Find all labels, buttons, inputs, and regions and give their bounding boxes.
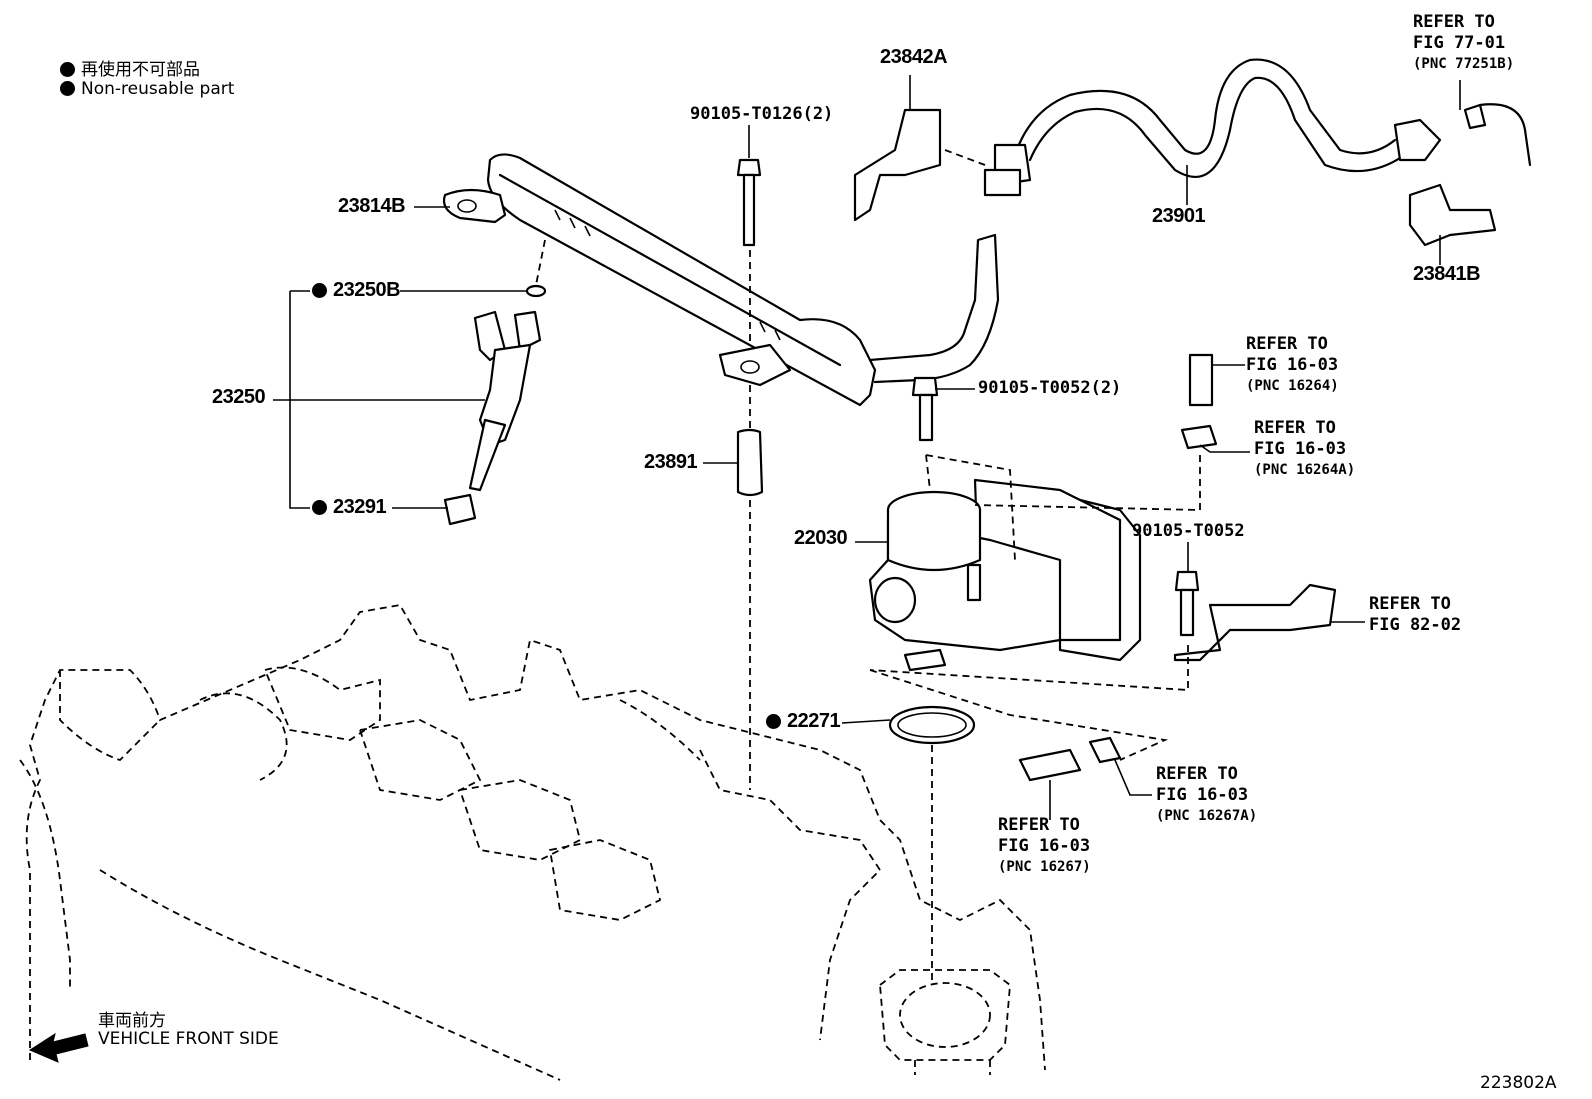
hose-16267 xyxy=(1018,748,1082,782)
guide-lines xyxy=(535,149,1201,985)
bolt-throttle xyxy=(911,376,939,442)
label-23250: 23250 xyxy=(212,386,266,408)
clamp-23842A xyxy=(853,108,942,222)
direction-label-jp: 車両前方 xyxy=(98,1011,166,1031)
label-23842A: 23842A xyxy=(880,46,948,68)
fuel-injector xyxy=(468,310,542,492)
label-23250B: 23250B xyxy=(312,279,401,302)
spacer-23891 xyxy=(736,428,764,497)
front-arrow-icon xyxy=(28,1032,89,1063)
clamp-23841B xyxy=(1408,183,1497,247)
seal-23291 xyxy=(443,493,477,526)
ref-fig-16-03-d: REFER TO FIG 16-03 (PNC 16267) xyxy=(998,815,1091,875)
direction-label-en: VEHICLE FRONT SIDE xyxy=(98,1029,279,1049)
bullet-icon xyxy=(766,714,781,729)
ref-fig-82-02: REFER TO FIG 82-02 xyxy=(1369,594,1462,635)
ref-fig-77-01: REFER TO FIG 77-01 (PNC 77251B) xyxy=(1413,12,1515,72)
ref-fig-16-03-a: REFER TO FIG 16-03 (PNC 16264) xyxy=(1246,334,1339,394)
legend-en: Non-reusable part xyxy=(60,79,234,99)
hose-clamp-16264A xyxy=(1180,424,1218,450)
label-bolt-rail: 90105-T0126(2) xyxy=(690,104,834,124)
hose-clamp-16267A xyxy=(1088,736,1122,764)
label-23841B: 23841B xyxy=(1413,263,1481,285)
legend-jp: 再使用不可部品 xyxy=(60,55,200,80)
bullet-icon xyxy=(312,500,327,515)
label-bolt-throttle: 90105-T0052(2) xyxy=(978,378,1122,398)
bolt-rail xyxy=(736,158,762,247)
figure-id: 223802A xyxy=(1480,1073,1557,1093)
label-23291: 23291 xyxy=(312,496,387,519)
label-22030: 22030 xyxy=(794,527,848,549)
leader-lines xyxy=(273,75,1461,820)
label-bolt-bracket: 90105-T0052 xyxy=(1132,521,1245,541)
label-23891: 23891 xyxy=(644,451,698,473)
bracket xyxy=(1173,583,1337,662)
fuel-rail xyxy=(442,153,1000,407)
throttle-body xyxy=(868,478,1142,672)
bullet-icon xyxy=(60,81,75,96)
label-22271: 22271 xyxy=(766,710,841,733)
bullet-icon xyxy=(60,62,75,77)
label-23901: 23901 xyxy=(1152,205,1206,227)
ref-fig-16-03-c: REFER TO FIG 16-03 (PNC 16267A) xyxy=(1156,764,1258,824)
hose-16264 xyxy=(1188,353,1214,407)
o-ring-23250B xyxy=(525,284,547,298)
intake-manifold xyxy=(19,604,1046,1081)
fuel-hose xyxy=(983,58,1532,197)
ref-fig-16-03-b: REFER TO FIG 16-03 (PNC 16264A) xyxy=(1254,418,1356,478)
bullet-icon xyxy=(312,283,327,298)
bolt-bracket xyxy=(1174,570,1200,637)
label-23814B: 23814B xyxy=(338,195,406,217)
